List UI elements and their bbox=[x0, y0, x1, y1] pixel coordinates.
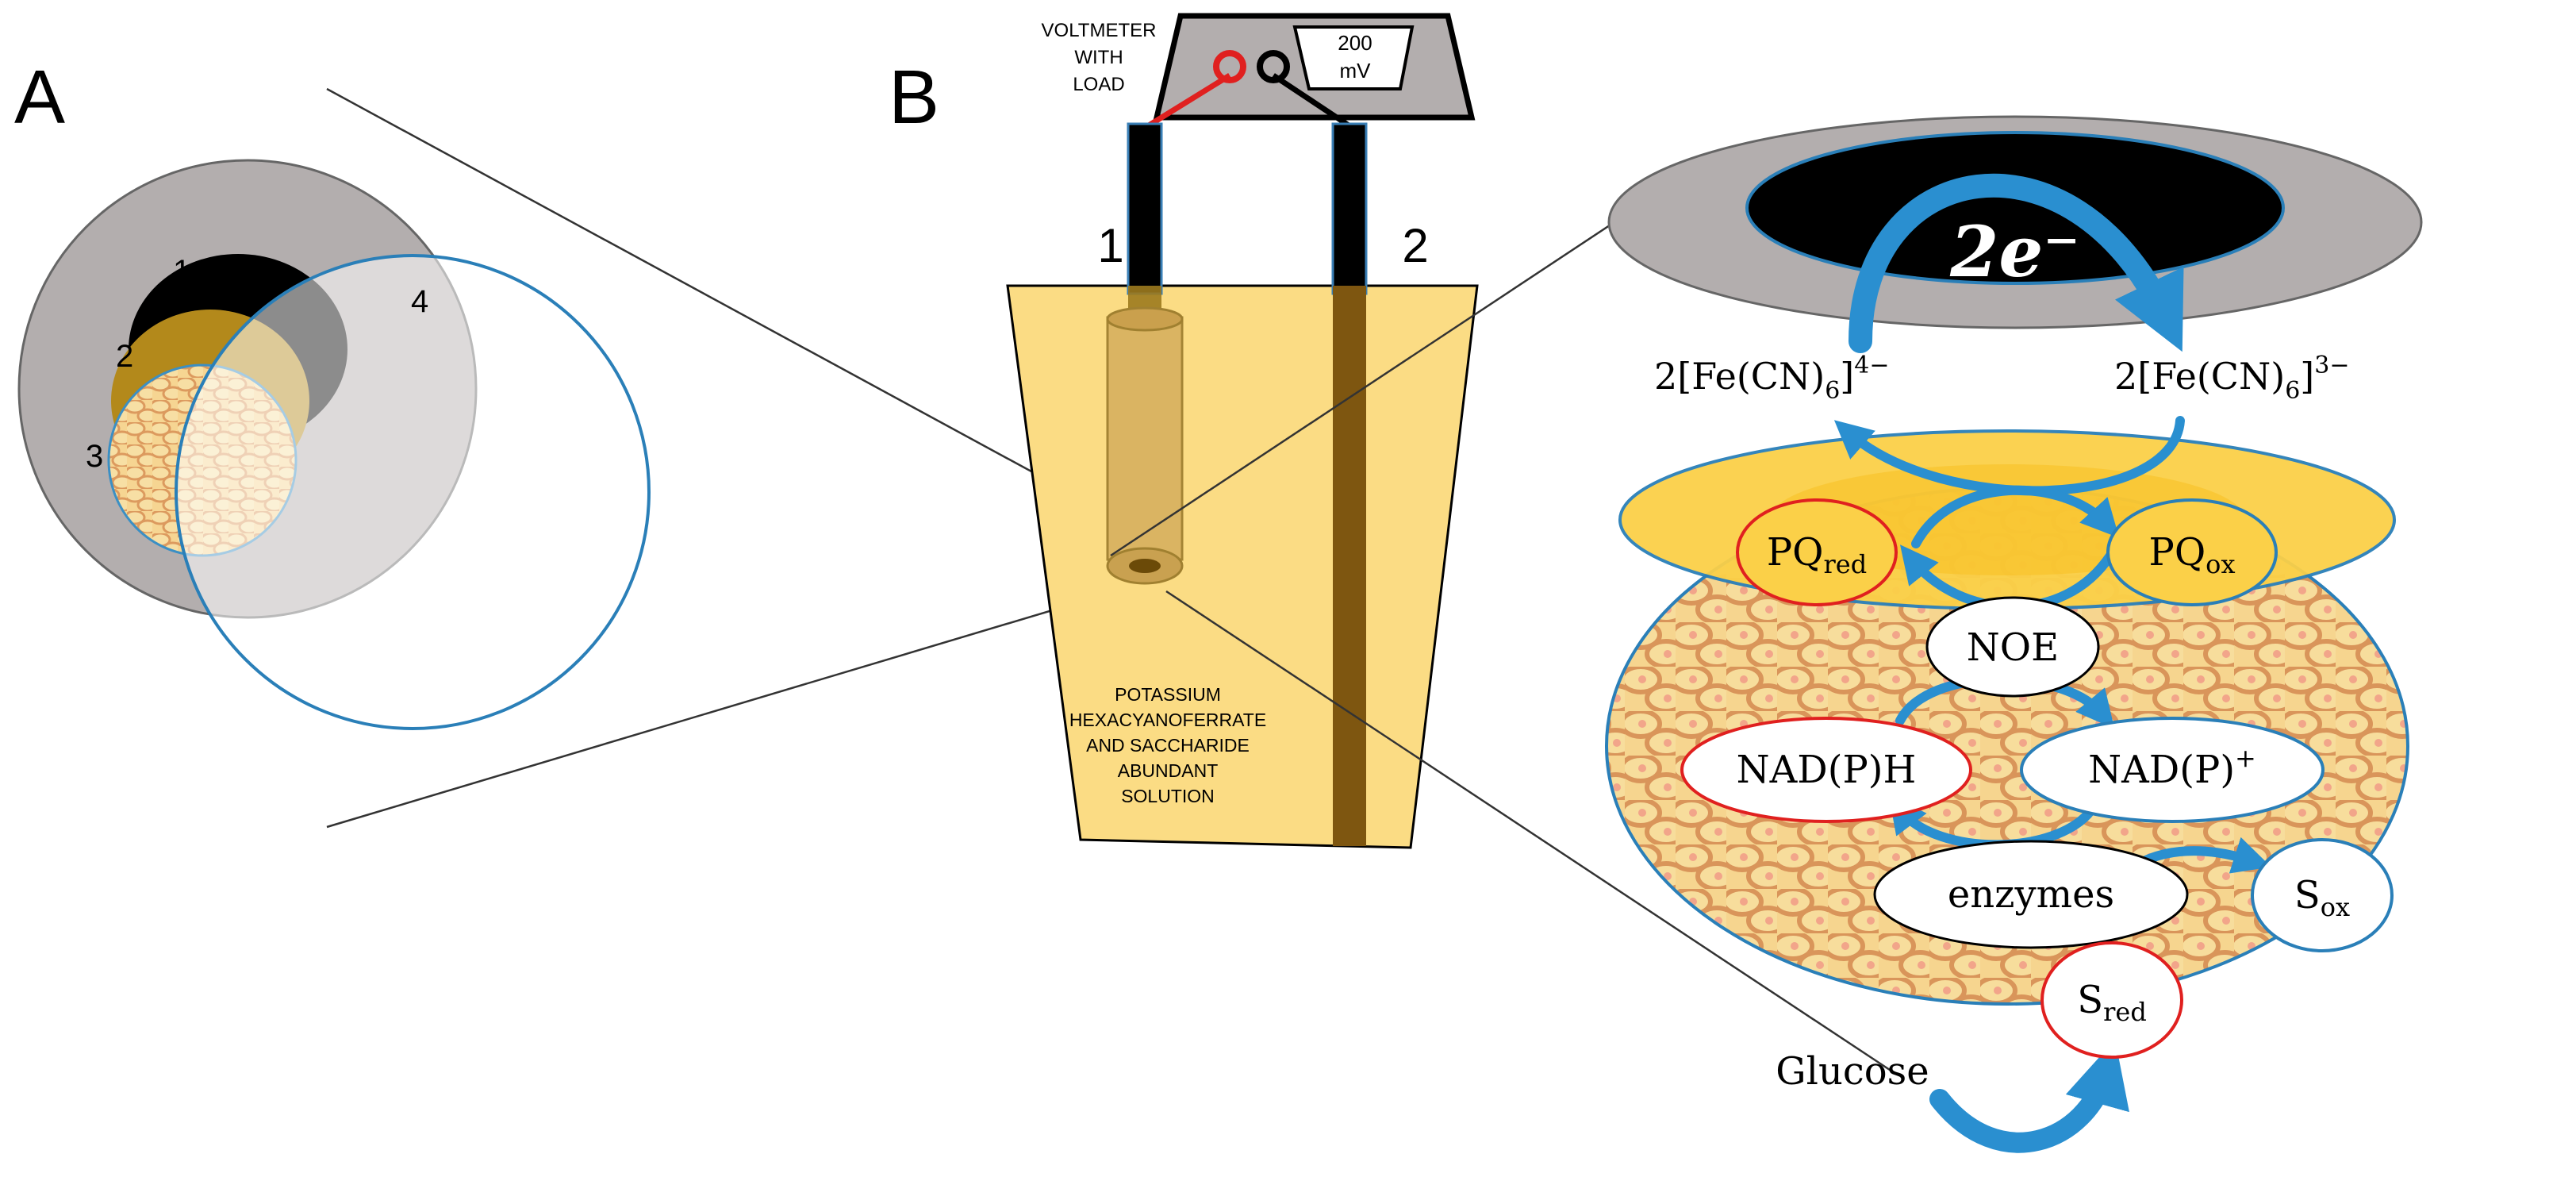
electrode-1-body bbox=[1106, 316, 1184, 561]
zoom-line-tip-upper bbox=[1110, 213, 1627, 557]
beaker-solution bbox=[1006, 284, 1479, 849]
nadph-label: NAD(P)H bbox=[1737, 748, 1917, 792]
ferrocyanide-label: 2[Fe(CN)6]4− bbox=[1654, 352, 1889, 405]
panel-a-label-2: 2 bbox=[116, 339, 133, 374]
solution-label-line-2: HEXACYANOFERRATE bbox=[1069, 710, 1266, 730]
arrow-glucose-to-s-red bbox=[1929, 1039, 2129, 1153]
solution-label-line-4: ABUNDANT bbox=[1118, 760, 1219, 781]
working-electrode bbox=[1106, 122, 1184, 585]
electrode-1-tip-disc bbox=[1129, 559, 1161, 573]
enzymes-node bbox=[1873, 840, 2189, 949]
zoom-line-upper bbox=[326, 87, 1143, 533]
counter-electrode bbox=[1331, 122, 1368, 846]
panel-a-label-3: 3 bbox=[86, 439, 103, 474]
solution-label-line-1: POTASSIUM bbox=[1115, 684, 1221, 705]
electrode-2-label: 2 bbox=[1402, 219, 1428, 272]
arrow-2e-transfer bbox=[1849, 173, 2184, 353]
panel-a-electrode-cross-section bbox=[17, 159, 651, 730]
black-wire bbox=[1272, 73, 1350, 128]
voltmeter-title-line-3: LOAD bbox=[1073, 74, 1124, 95]
zoom-line-tip-lower bbox=[1165, 590, 1893, 1073]
electrode-1-shaft-outside bbox=[1127, 122, 1163, 295]
electrode-1-label: 1 bbox=[1097, 219, 1123, 272]
panel-a-label: A bbox=[14, 55, 65, 140]
voltmeter bbox=[1153, 13, 1476, 121]
pq-ox-node bbox=[2106, 498, 2278, 606]
panel-b-label: B bbox=[889, 55, 939, 140]
arrow-pq-upper bbox=[1911, 485, 2120, 548]
electrons-label: 2e⁻ bbox=[1949, 210, 2080, 293]
voltmeter-display-line-2: mV bbox=[1340, 59, 1372, 83]
pq-red-node bbox=[1736, 498, 1898, 606]
voltmeter-display bbox=[1292, 25, 1415, 90]
positive-terminal bbox=[1213, 50, 1246, 83]
zoom-line-lower bbox=[326, 582, 1143, 829]
negative-terminal bbox=[1257, 50, 1290, 83]
s-ox-label: Sox bbox=[2294, 873, 2350, 922]
red-wire bbox=[1147, 73, 1231, 128]
layer-4-membrane-disc bbox=[175, 254, 651, 730]
voltmeter-display-line-1: 200 bbox=[1338, 31, 1372, 55]
electrode-1-top-rim bbox=[1106, 306, 1184, 332]
enzymes-label: enzymes bbox=[1948, 872, 2114, 917]
nadp-node bbox=[2020, 717, 2325, 823]
noe-node bbox=[1925, 596, 2100, 698]
s-red-label: Sred bbox=[2077, 978, 2147, 1027]
solution-label-line-5: SOLUTION bbox=[1121, 786, 1215, 806]
glucose-label: Glucose bbox=[1776, 1049, 1929, 1094]
panel-a-label-1: 1 bbox=[173, 254, 190, 289]
voltmeter-title-line-2: WITH bbox=[1074, 47, 1123, 68]
electrode-2-shaft-inside bbox=[1333, 286, 1366, 846]
s-red-node bbox=[2040, 941, 2183, 1059]
nadp-label: NAD(P)+ bbox=[2088, 743, 2256, 792]
pq-red-label: PQred bbox=[1767, 530, 1867, 579]
s-ox-node bbox=[2251, 838, 2394, 952]
solution-label-line-3: AND SACCHARIDE bbox=[1086, 735, 1250, 756]
ferricyanide-label: 2[Fe(CN)6]3− bbox=[2114, 352, 2349, 405]
panel-a-label-4: 4 bbox=[411, 284, 428, 319]
nadph-node bbox=[1680, 717, 1972, 823]
voltmeter-title-line-1: VOLTMETER bbox=[1042, 20, 1157, 41]
noe-label: NOE bbox=[1967, 625, 2059, 670]
beaker bbox=[1006, 284, 1479, 849]
electrode-2-shaft-outside bbox=[1331, 122, 1368, 295]
pq-ox-label: PQox bbox=[2149, 530, 2236, 579]
